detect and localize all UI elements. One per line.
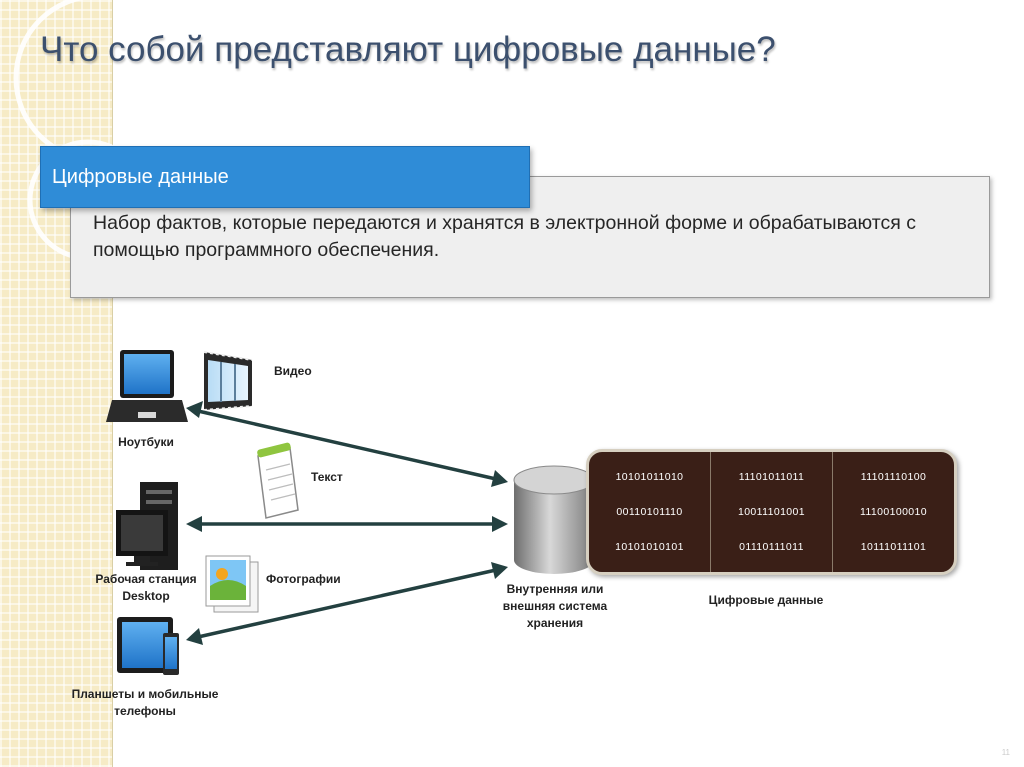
storage-label-line3: хранения bbox=[480, 615, 630, 632]
video-film-icon bbox=[204, 352, 252, 410]
desktop-label: Рабочая станция Desktop bbox=[74, 571, 218, 605]
storage-cylinder-icon bbox=[514, 466, 594, 574]
text-label: Текст bbox=[311, 469, 343, 486]
storage-label: Внутренняя или внешняя система хранения bbox=[480, 581, 630, 632]
binary-value: 10101011010 bbox=[616, 471, 684, 483]
tablets-label: Планшеты и мобильные телефоны bbox=[60, 686, 230, 720]
data-column: 11101110100 11100100010 10111011101 bbox=[833, 452, 954, 572]
binary-value: 11100100010 bbox=[860, 506, 927, 518]
desktop-label-line1: Рабочая станция bbox=[74, 571, 218, 588]
storage-label-line1: Внутренняя или bbox=[480, 581, 630, 598]
digital-data-panel: 10101011010 00110101110 10101010101 1110… bbox=[586, 449, 957, 575]
binary-value: 11101011011 bbox=[739, 471, 805, 483]
binary-value: 00110101110 bbox=[616, 506, 682, 518]
binary-value: 11101110100 bbox=[861, 471, 927, 483]
photos-label: Фотографии bbox=[266, 571, 341, 588]
storage-label-line2: внешняя система bbox=[480, 598, 630, 615]
digital-data-label: Цифровые данные bbox=[686, 592, 846, 609]
laptop-icon bbox=[106, 350, 188, 422]
binary-value: 10011101001 bbox=[738, 506, 805, 518]
video-label: Видео bbox=[274, 363, 312, 380]
binary-value: 01110111011 bbox=[739, 541, 804, 553]
page-number: 11 bbox=[1002, 748, 1010, 757]
desktop-label-line2: Desktop bbox=[74, 588, 218, 605]
desktop-computer-icon bbox=[116, 482, 178, 570]
data-column: 11101011011 10011101001 01110111011 bbox=[711, 452, 833, 572]
tablets-label-line2: телефоны bbox=[60, 703, 230, 720]
binary-value: 10111011101 bbox=[861, 541, 927, 553]
tablet-phone-icon bbox=[117, 617, 179, 675]
binary-value: 10101010101 bbox=[615, 541, 684, 553]
tablets-label-line1: Планшеты и мобильные bbox=[60, 686, 230, 703]
text-document-icon bbox=[257, 442, 298, 518]
data-column: 10101011010 00110101110 10101010101 bbox=[589, 452, 711, 572]
laptops-label: Ноутбуки bbox=[106, 434, 186, 451]
